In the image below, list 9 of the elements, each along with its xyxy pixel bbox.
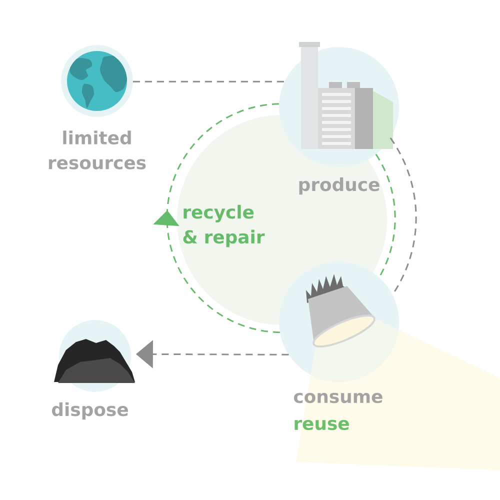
node-label: limited resources: [48, 130, 146, 170]
node-label: dispose: [52, 402, 128, 420]
node-label: produce: [299, 177, 380, 195]
dashed-line: [133, 80, 285, 82]
dashed-arrow: [153, 103, 280, 334]
edge-label: recycle & repair: [181, 204, 272, 248]
dashed-line: [375, 154, 396, 278]
node-label: reuse: [294, 420, 349, 430]
node-label: consume: [294, 392, 382, 404]
